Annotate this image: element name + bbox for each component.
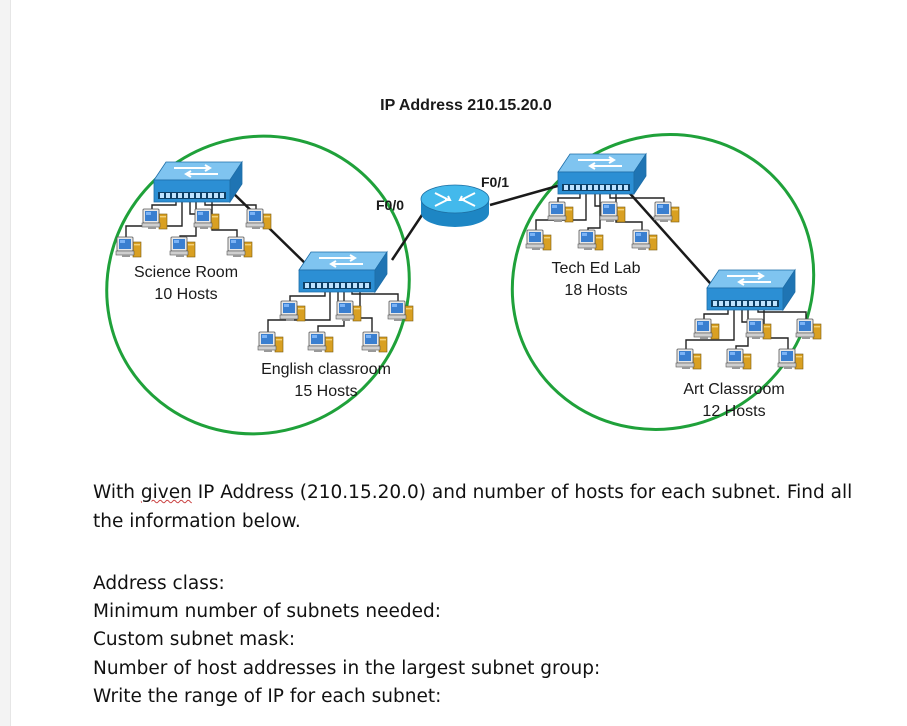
pc-icon xyxy=(577,229,604,251)
pc-icon xyxy=(745,318,772,340)
pc-icon xyxy=(777,348,804,370)
diagram-title: IP Address 210.15.20.0 xyxy=(380,97,552,114)
pc-icon xyxy=(226,236,253,258)
pc-icon xyxy=(547,201,574,223)
intro-text-line2: the information below. xyxy=(93,511,301,532)
router-icon xyxy=(420,184,490,227)
pc-icon xyxy=(387,300,414,322)
pc-icon xyxy=(725,348,752,370)
pc-icon xyxy=(795,318,822,340)
interface-label-f1: F0/1 xyxy=(481,174,509,190)
switch-icon xyxy=(298,251,388,293)
question-ip-ranges: Write the range of IP for each subnet: xyxy=(93,686,442,707)
intro-pre: With xyxy=(93,482,141,503)
subnet-hosts-teched: 18 Hosts xyxy=(564,282,627,299)
interface-label-f0: F0/0 xyxy=(376,197,404,213)
pc-icon xyxy=(693,318,720,340)
pc-icon xyxy=(599,201,626,223)
subnet-name-science: Science Room xyxy=(134,264,238,281)
question-min-subnets: Minimum number of subnets needed: xyxy=(93,601,441,622)
pc-icon xyxy=(653,201,680,223)
subnet-name-english: English classroom xyxy=(261,361,391,378)
link-english-router xyxy=(390,211,426,261)
pc-icon xyxy=(307,331,334,353)
right-subnet-outline xyxy=(510,133,816,431)
intro-post: IP Address (210.15.20.0) and number of h… xyxy=(191,482,853,503)
subnet-hosts-english: 15 Hosts xyxy=(294,383,357,400)
link-techlab-art xyxy=(624,187,719,293)
left-subnet-outline xyxy=(105,134,411,436)
pc-icon xyxy=(245,208,272,230)
switch-icon xyxy=(557,153,647,195)
page-gutter xyxy=(0,0,11,726)
pc-icon xyxy=(257,331,284,353)
pc-icon xyxy=(169,236,196,258)
pc-icon xyxy=(279,300,306,322)
subnet-hosts-science: 10 Hosts xyxy=(154,286,217,303)
subnet-name-art: Art Classroom xyxy=(683,381,784,398)
pc-icon xyxy=(675,348,702,370)
question-address-class: Address class: xyxy=(93,573,225,594)
question-largest-subnet-hosts: Number of host addresses in the largest … xyxy=(93,658,601,679)
pc-icon xyxy=(525,229,552,251)
pc-icon xyxy=(141,208,168,230)
subnet-hosts-art: 12 Hosts xyxy=(702,403,765,420)
pc-icon xyxy=(115,236,142,258)
pc-icon xyxy=(361,331,388,353)
pc-icon xyxy=(631,229,658,251)
link-router-techlab xyxy=(489,181,569,207)
intro-underlined-word: given xyxy=(140,482,192,503)
subnet-name-teched: Tech Ed Lab xyxy=(552,260,641,277)
switch-icon xyxy=(153,161,243,203)
intro-text: With given IP Address (210.15.20.0) and … xyxy=(93,482,852,503)
switch-icon xyxy=(706,269,796,311)
pc-icon xyxy=(193,208,220,230)
pc-icon xyxy=(335,300,362,322)
question-subnet-mask: Custom subnet mask: xyxy=(93,629,296,650)
network-diagram: IP Address 210.15.20.0 F0/0 F0/1 Science… xyxy=(105,97,822,436)
